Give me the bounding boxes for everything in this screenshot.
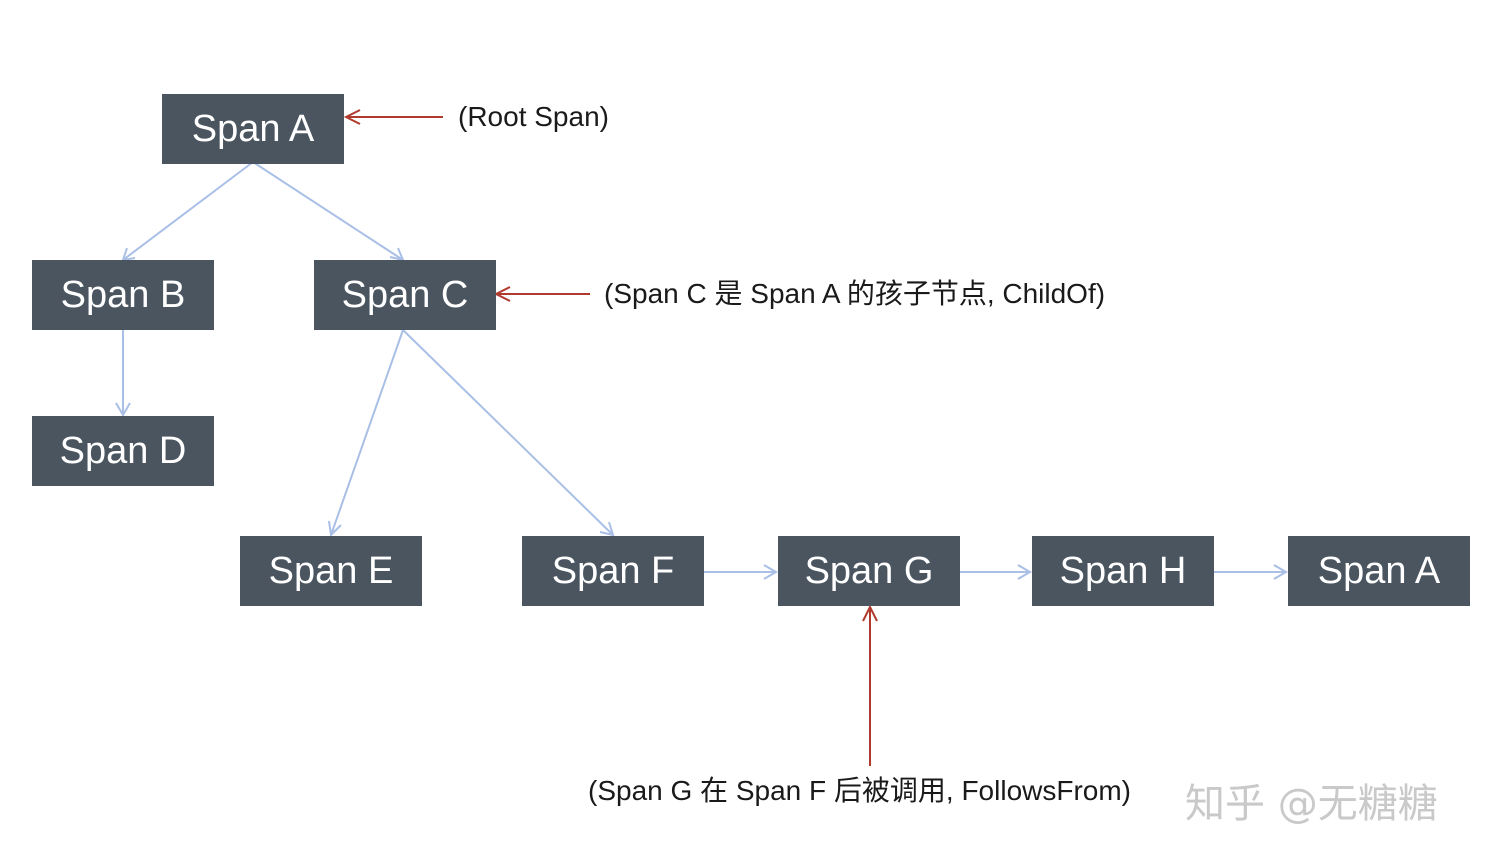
edge-c-e — [328, 329, 404, 538]
edge-f-g — [704, 564, 778, 580]
node-span-g: Span G — [778, 536, 960, 606]
watermark-text: 知乎 @无糖糖 — [1185, 781, 1438, 827]
edge-b-d — [115, 330, 131, 417]
edge-a-c — [252, 161, 405, 262]
node-span-f: Span F — [522, 536, 704, 606]
edge-h-a — [1214, 564, 1288, 580]
node-span-e: Span E — [240, 536, 422, 606]
annotation-child-of: (Span C 是 Span A 的孩子节点, ChildOf) — [604, 278, 1106, 309]
edge-a-b — [121, 161, 254, 262]
node-span-c: Span C — [314, 260, 496, 330]
annotation-root-span: (Root Span) — [458, 101, 609, 132]
annotation-arrow-child-of — [493, 286, 590, 302]
edge-c-f — [402, 329, 615, 537]
node-span-d: Span D — [32, 416, 214, 486]
node-span-a-root: Span A — [162, 94, 344, 164]
annotation-arrow-root — [343, 109, 443, 125]
node-span-b: Span B — [32, 260, 214, 330]
annotation-follows-from: (Span G 在 Span F 后被调用, FollowsFrom) — [588, 775, 1132, 806]
node-span-h: Span H — [1032, 536, 1214, 606]
node-span-a-end: Span A — [1288, 536, 1470, 606]
annotation-arrow-follows-from — [862, 604, 878, 766]
edge-g-h — [960, 564, 1032, 580]
